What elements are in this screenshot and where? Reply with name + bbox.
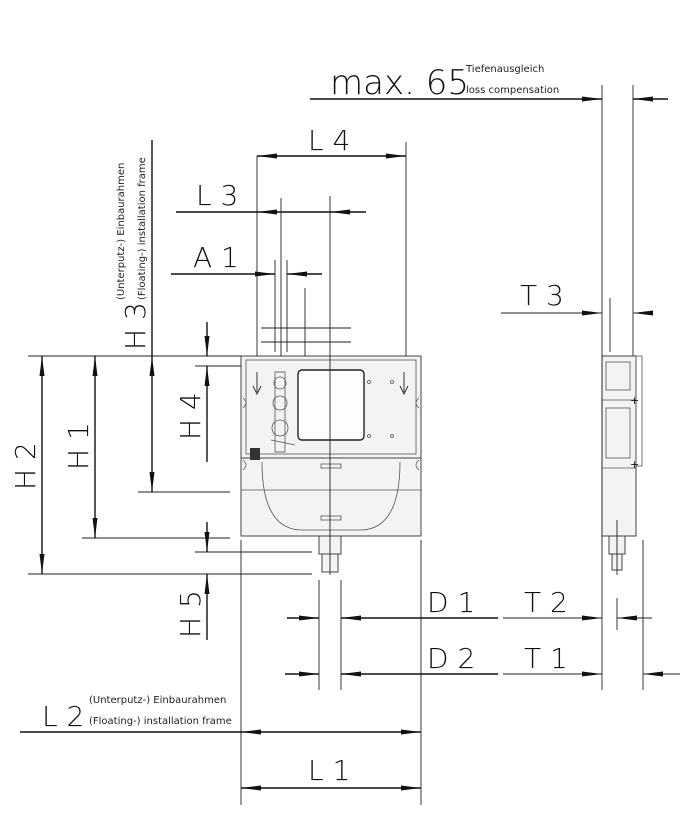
- label-H5: H 5: [174, 590, 207, 638]
- label-L1: L 1: [308, 754, 350, 787]
- label-H1: H 1: [62, 422, 95, 470]
- label-T2: T 2: [524, 586, 568, 619]
- h3-note-de: (Unterputz-) Einbaurahmen: [116, 163, 127, 300]
- svg-text:+: +: [630, 458, 639, 471]
- depth-note-value: max. 65: [330, 63, 469, 103]
- l2-note-en: (Floating-) installation frame: [89, 716, 232, 727]
- label-D2: D 2: [427, 642, 475, 675]
- l2-note-de: (Unterputz-) Einbaurahmen: [89, 695, 226, 706]
- label-L2: L 2: [42, 700, 84, 733]
- label-H4: H 4: [174, 392, 207, 440]
- h3-note-en: (Floating-) installation frame: [137, 157, 148, 300]
- mount-arrow-icon: [252, 372, 409, 396]
- label-H3: H 3: [119, 302, 152, 350]
- svg-text:+: +: [630, 394, 639, 407]
- dimension-labels: max. 65 Tiefenausgleich loss compensatio…: [9, 63, 568, 787]
- depth-note-en: loss compensation: [466, 85, 559, 96]
- dimension-lines: [20, 85, 680, 805]
- label-L4: L 4: [308, 124, 350, 157]
- label-T3: T 3: [520, 279, 564, 312]
- label-T1: T 1: [524, 642, 568, 675]
- label-A1: A 1: [193, 241, 239, 274]
- depth-note-de: Tiefenausgleich: [465, 64, 544, 75]
- label-D1: D 1: [427, 586, 475, 619]
- front-view: [240, 196, 422, 575]
- label-H2: H 2: [9, 442, 42, 490]
- label-L3: L 3: [196, 179, 238, 212]
- side-view: + +: [601, 355, 643, 575]
